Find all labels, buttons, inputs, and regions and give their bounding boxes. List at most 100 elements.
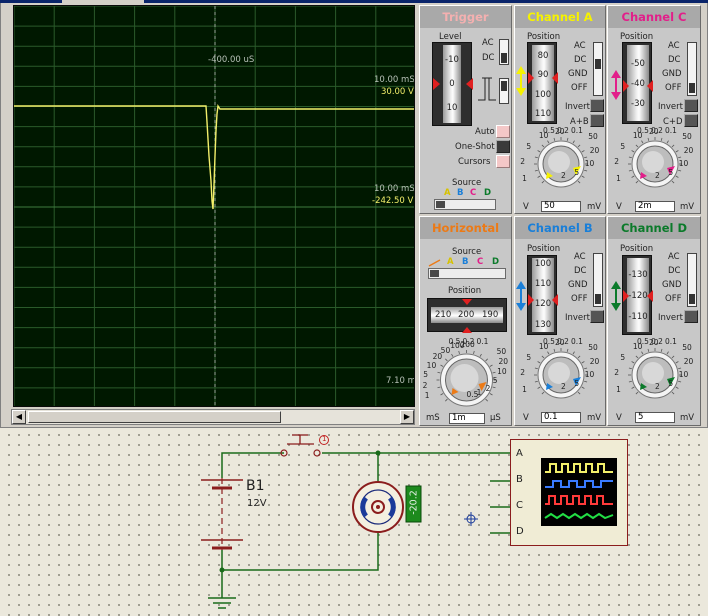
one-shot-button[interactable] xyxy=(496,140,510,153)
channel-b-title: Channel B xyxy=(515,217,605,239)
channel-d-position-drum[interactable]: -130 -120 -110 xyxy=(622,255,652,335)
knob-scale-left: 20 xyxy=(649,127,659,136)
channel-a-left-unit: V xyxy=(523,202,529,212)
channel-c-invert-button[interactable] xyxy=(684,99,698,112)
channel-b-volts-field[interactable]: 0.1 xyxy=(541,412,581,423)
knob-scale-left: 20 xyxy=(555,127,565,136)
knob-scale-right: 10 xyxy=(497,367,507,376)
knob-scale-left: 50 xyxy=(441,346,451,355)
channel-a-gnd-label: GND xyxy=(568,69,588,79)
channel-c-coupling-switch[interactable] xyxy=(687,42,697,96)
knob-scale-left: 1 xyxy=(522,385,527,394)
channel-b-ac-label: AC xyxy=(574,252,586,262)
auto-button[interactable] xyxy=(496,125,510,138)
trigger-source-b: B xyxy=(457,188,463,198)
horizontal-source-c: C xyxy=(477,257,483,267)
channel-c-position-drum[interactable]: -50 -40 -30 xyxy=(622,42,652,124)
knob-scale-right: 5 xyxy=(574,379,579,388)
timebase-knob[interactable]: 0.50.20.11251020501002005020105210.5 xyxy=(420,335,512,425)
knob-scale-right: 50 xyxy=(497,347,507,356)
trigger-source-slider[interactable] xyxy=(434,199,496,210)
channel-a-position-drum[interactable]: 80 90 100 110 xyxy=(527,42,557,124)
knob-scale-left: 1 xyxy=(616,385,621,394)
knob-scale-left: 5 xyxy=(620,142,625,151)
scroll-right-button[interactable]: ▶ xyxy=(400,410,414,424)
channel-c-position-label: Position xyxy=(620,32,653,42)
channel-c-panel: Channel C Position -50 -40 -30 AC DC GND… xyxy=(607,5,701,214)
knob-scale-right: 2 xyxy=(655,382,660,391)
channel-a-invert-label: Invert xyxy=(565,102,590,112)
knob-scale-right: 0.5 xyxy=(467,390,479,399)
channel-d-volts-knob[interactable]: 0.50.20.1125102050201052 xyxy=(608,335,701,411)
channel-b-coupling-switch[interactable] xyxy=(593,253,603,307)
knob-scale-left: 5 xyxy=(423,370,428,379)
trigger-ac-label: AC xyxy=(482,38,494,48)
knob-scale-right: 50 xyxy=(682,132,692,141)
horizontal-title: Horizontal xyxy=(420,217,511,239)
trigger-panel: Trigger Level -10 0 10 AC DC Auto One-Sh… xyxy=(419,5,512,214)
channel-a-volts-field[interactable]: 50 xyxy=(541,201,581,212)
scroll-thumb[interactable] xyxy=(28,411,281,423)
channel-b-invert-button[interactable] xyxy=(590,310,604,323)
cursors-button[interactable] xyxy=(496,155,510,168)
scope-pin-d: D xyxy=(516,526,524,537)
knob-scale-left: 200 xyxy=(461,340,475,349)
horizontal-source-b: B xyxy=(462,257,468,267)
trigger-level-drum[interactable]: -10 0 10 xyxy=(432,42,472,126)
horizontal-scrollbar[interactable]: ◀ ▶ xyxy=(11,409,415,425)
crosshair-icon xyxy=(464,512,478,526)
channel-a-volts-knob[interactable]: 0.50.20.1125102050201052 xyxy=(515,124,606,200)
motor-icon[interactable] xyxy=(353,482,403,532)
channel-d-ac-label: AC xyxy=(668,252,680,262)
channel-d-invert-button[interactable] xyxy=(684,310,698,323)
channel-d-left-unit: V xyxy=(616,413,622,423)
channel-d-offset-arrow-icon xyxy=(611,281,621,311)
battery-name: B1 xyxy=(246,478,265,494)
ground-icon xyxy=(208,598,236,608)
channel-a-coupling-switch[interactable] xyxy=(593,42,603,96)
knob-scale-left: 10 xyxy=(539,131,549,140)
horizontal-position-label: Position xyxy=(448,286,481,296)
battery-icon[interactable] xyxy=(201,478,243,570)
knob-scale-top: 0.1 xyxy=(477,337,489,346)
channel-b-offset-arrow-icon xyxy=(516,281,526,311)
knob-scale-left: 10 xyxy=(633,342,643,351)
channel-a-title: Channel A xyxy=(515,6,605,28)
knob-scale-right: 2 xyxy=(655,171,660,180)
channel-a-right-unit: mV xyxy=(587,202,601,212)
channel-d-volts-field[interactable]: 5 xyxy=(635,412,675,423)
horizontal-source-label: Source xyxy=(452,247,481,257)
horizontal-panel: Horizontal Source A B C D Position 210 2… xyxy=(419,216,512,426)
channel-d-coupling-switch[interactable] xyxy=(687,253,697,307)
channel-d-right-unit: mV xyxy=(680,413,694,423)
scroll-left-button[interactable]: ◀ xyxy=(12,410,26,424)
knob-scale-right: 5 xyxy=(668,168,673,177)
level-label: Level xyxy=(439,32,461,42)
channel-b-position-drum[interactable]: 100 110 120 130 xyxy=(527,255,557,335)
trigger-edge-icon xyxy=(476,74,498,104)
horizontal-source-a: A xyxy=(447,257,454,267)
knob-scale-right: 10 xyxy=(679,370,689,379)
channel-b-position-label: Position xyxy=(527,244,560,254)
channel-c-volts-knob[interactable]: 0.50.20.1125102050201052 xyxy=(608,124,701,200)
knob-scale-top: 0.1 xyxy=(665,126,677,135)
knob-scale-right: 50 xyxy=(588,132,598,141)
scope-pin-a: A xyxy=(516,448,523,459)
trigger-source-label: Source xyxy=(452,178,481,188)
timebase-left-unit: mS xyxy=(426,413,440,423)
channel-c-volts-field[interactable]: 2m xyxy=(635,201,675,212)
trigger-source-d: D xyxy=(484,188,491,198)
horizontal-source-slider[interactable] xyxy=(428,268,506,279)
scope-screen[interactable]: -400.00 uS 10.00 mS 30.00 V 10.00 mS -24… xyxy=(13,5,415,407)
channel-b-marker-icon xyxy=(528,293,558,307)
horizontal-position-drum[interactable]: 210 200 190 xyxy=(427,298,507,332)
knob-scale-right: 20 xyxy=(498,357,508,366)
knob-scale-left: 2 xyxy=(614,368,619,377)
trigger-coupling-switch[interactable] xyxy=(499,39,509,65)
timebase-field[interactable]: 1m xyxy=(449,413,485,424)
channel-a-invert-button[interactable] xyxy=(590,99,604,112)
channel-b-volts-knob[interactable]: 0.50.20.1125102050201052 xyxy=(515,335,606,411)
trigger-edge-switch[interactable] xyxy=(499,78,509,104)
channel-c-invert-label: Invert xyxy=(658,102,683,112)
instrument-waveforms xyxy=(541,458,617,526)
